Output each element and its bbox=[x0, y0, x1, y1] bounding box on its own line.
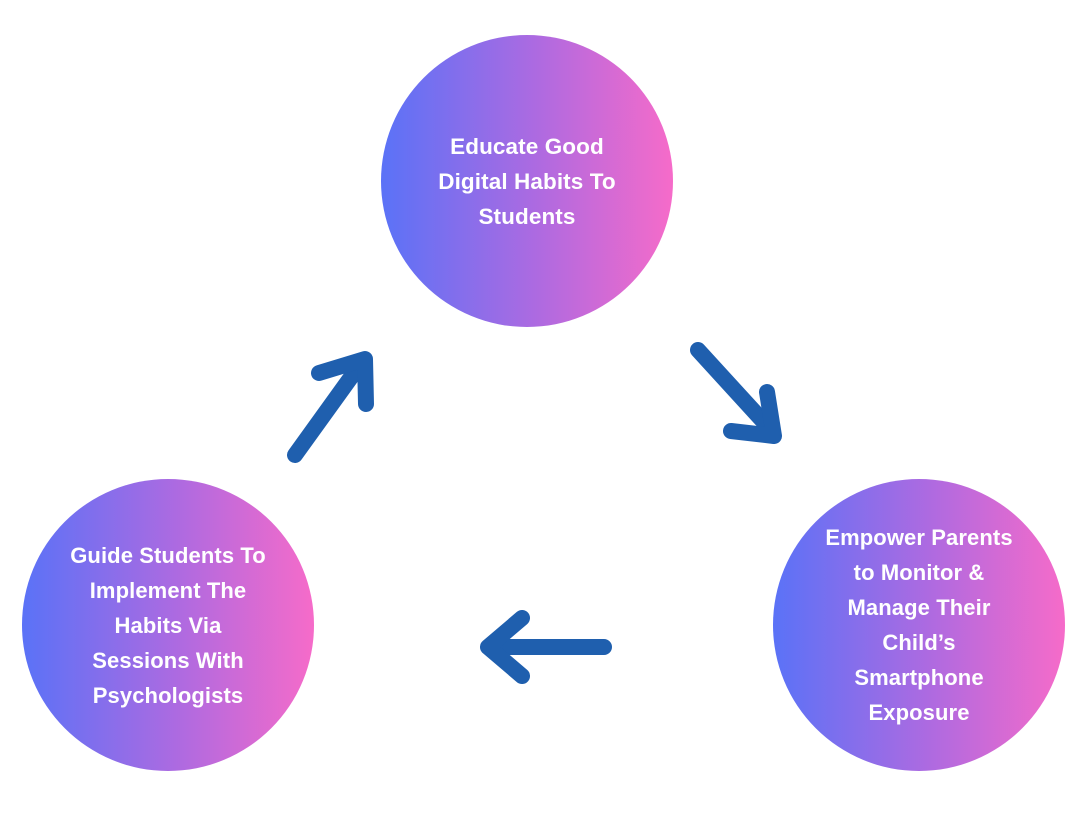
step-empower-parents-circle: Empower Parents to Monitor & Manage Thei… bbox=[773, 479, 1065, 771]
arrow-left-icon bbox=[480, 610, 612, 684]
step-guide-students-label: Guide Students To Implement The Habits V… bbox=[70, 542, 266, 708]
step-empower-parents-label: Empower Parents to Monitor & Manage Thei… bbox=[825, 525, 1013, 725]
arrow-up-right-icon bbox=[287, 351, 374, 463]
step-educate-habits-circle: Educate Good Digital Habits To Students bbox=[381, 35, 673, 327]
arrow-down-right-icon bbox=[690, 342, 782, 444]
step-educate-habits-label: Educate Good Digital Habits To Students bbox=[438, 133, 616, 229]
step-guide-students-circle: Guide Students To Implement The Habits V… bbox=[22, 479, 314, 771]
